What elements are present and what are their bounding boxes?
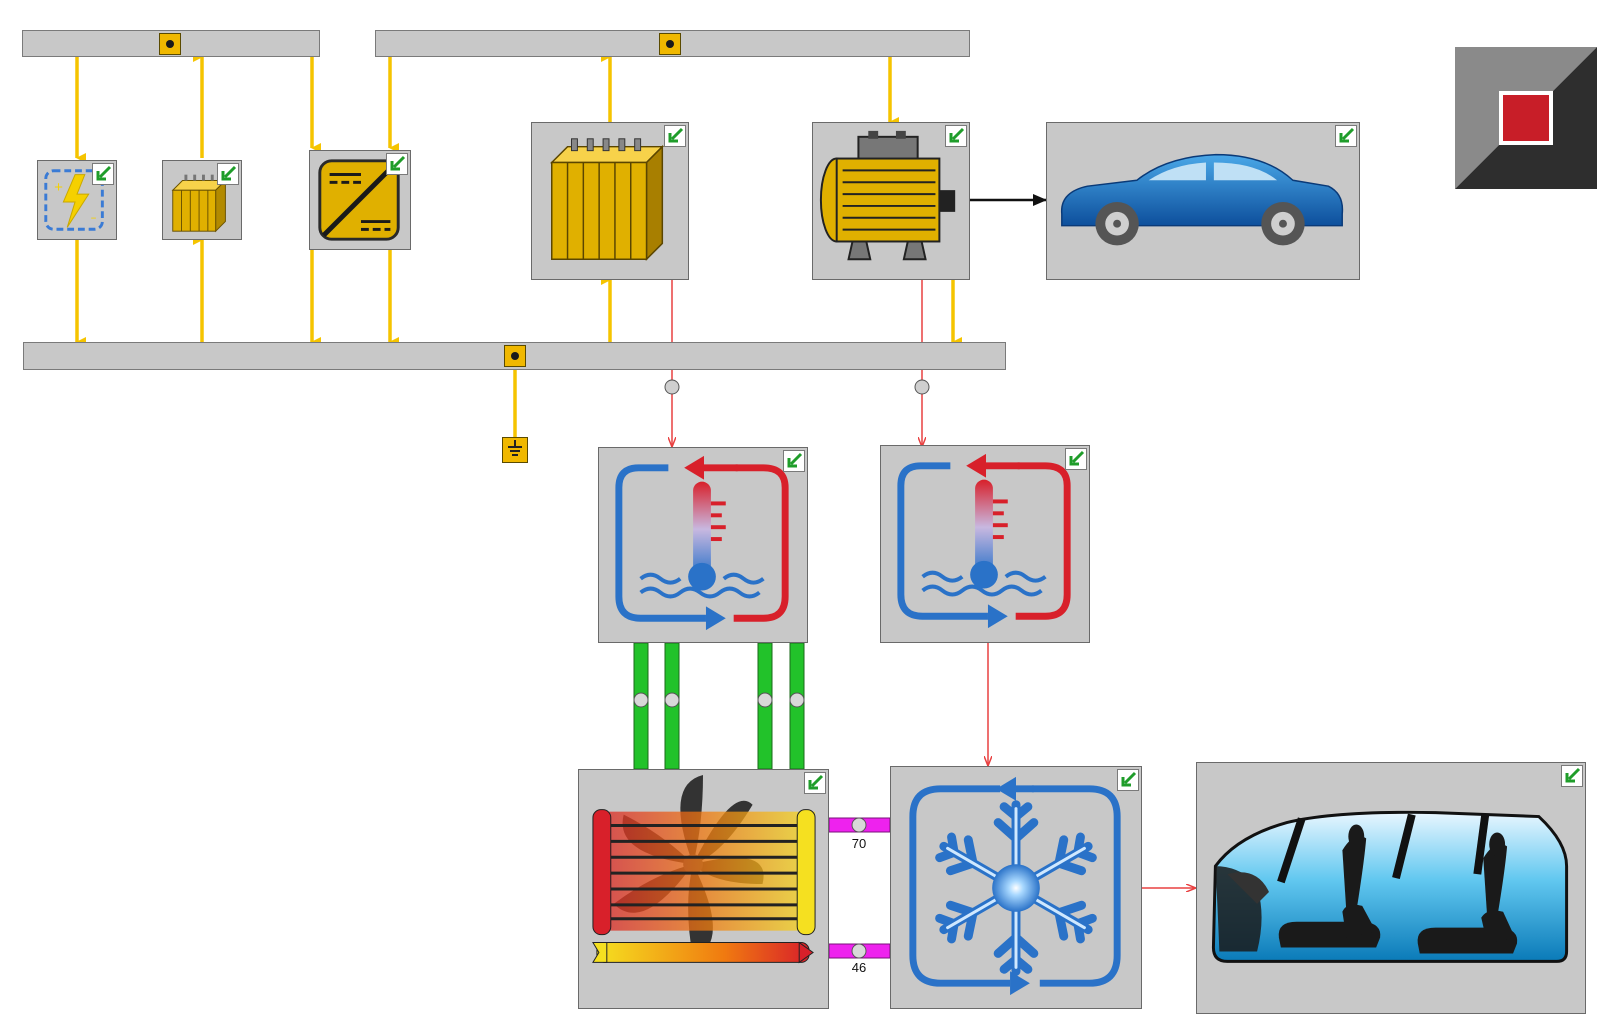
svg-text:+: + [54,179,64,193]
small-battery-icon [171,174,227,233]
cabin-seats-icon [1211,810,1569,963]
ground-icon[interactable] [502,437,528,463]
expand-arrow-icon[interactable] [1335,125,1357,147]
radiator-fan-block[interactable] [578,769,829,1009]
signal-node [914,379,930,395]
air-conditioning-block[interactable] [890,766,1142,1009]
electrical-bus-bottom[interactable] [23,342,1006,370]
bus-port[interactable] [159,33,181,55]
low-voltage-battery-block[interactable] [162,160,242,240]
expand-arrow-icon[interactable] [804,772,826,794]
power-converter-block[interactable]: + – [37,160,117,240]
coolant-temperature-icon [897,453,1071,629]
coolant-pipes [633,642,805,770]
bus-port[interactable] [659,33,681,55]
vehicle-block[interactable] [1046,122,1360,280]
refrigerant-lower-label: 46 [851,960,867,975]
expand-arrow-icon[interactable] [1065,448,1087,470]
electric-motor-icon [819,130,956,261]
signal-node [664,379,680,395]
bus-port[interactable] [504,345,526,367]
radiator-fan-icon [592,774,816,964]
battery-pack-block[interactable] [531,122,689,280]
stop-button[interactable] [1455,47,1597,189]
dc-dc-converter-icon [318,159,400,241]
svg-text:–: – [91,210,97,224]
coolant-temperature-icon [615,455,789,631]
expand-arrow-icon[interactable] [217,163,239,185]
expand-arrow-icon[interactable] [945,125,967,147]
expand-arrow-icon[interactable] [664,125,686,147]
expand-arrow-icon[interactable] [92,163,114,185]
car-icon [1061,153,1344,246]
electric-motor-block[interactable] [812,122,970,280]
snowflake-icon [909,776,1121,996]
cabin-block[interactable] [1196,762,1586,1014]
expand-arrow-icon[interactable] [1117,769,1139,791]
expand-arrow-icon[interactable] [783,450,805,472]
stop-icon [1455,47,1597,189]
motor-thermal-block[interactable] [880,445,1090,643]
battery-thermal-block[interactable] [598,447,808,643]
expand-arrow-icon[interactable] [386,153,408,175]
lightning-converter-icon: + – [44,169,104,231]
electrical-bus-top-right[interactable] [375,30,970,57]
dc-dc-converter-block[interactable] [309,150,411,250]
expand-arrow-icon[interactable] [1561,765,1583,787]
electrical-bus-top-left[interactable] [22,30,320,57]
refrigerant-pipes [828,817,891,959]
refrigerant-upper-label: 70 [851,836,867,851]
battery-pack-icon [549,138,665,262]
